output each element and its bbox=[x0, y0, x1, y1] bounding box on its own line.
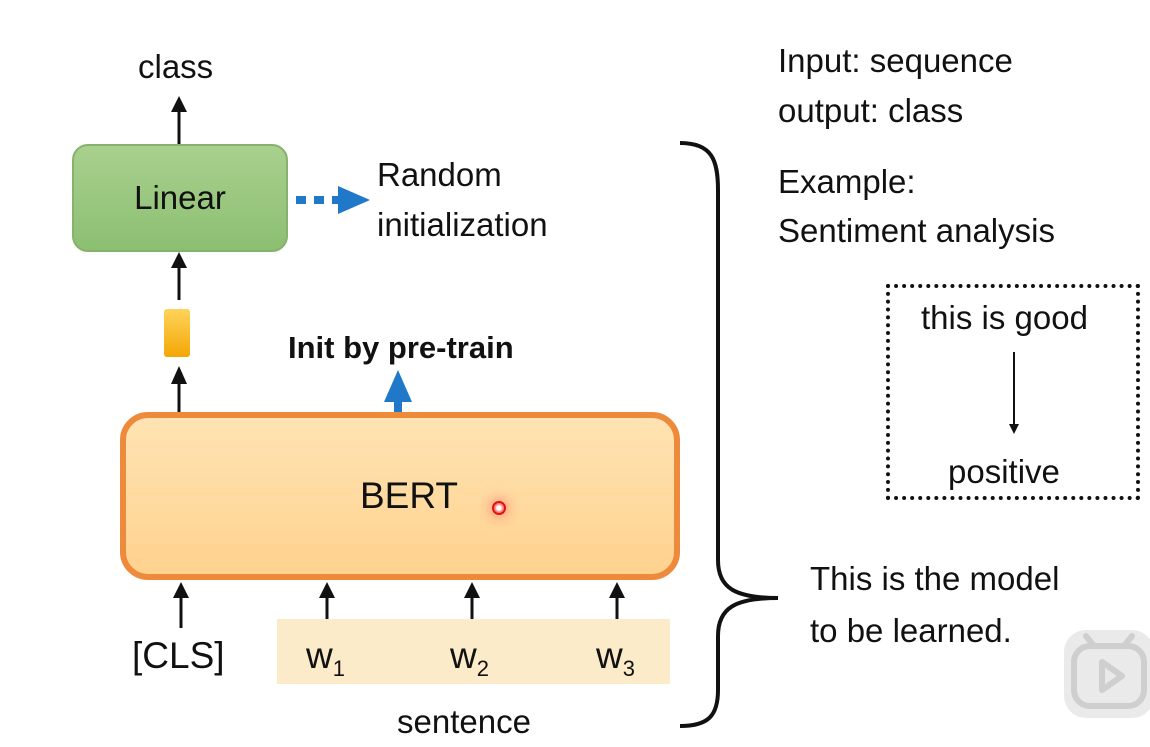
bert-model-box: BERT bbox=[120, 412, 680, 580]
cut-off-title bbox=[60, 0, 74, 20]
dashed-arrow-pretrain bbox=[384, 370, 412, 466]
note-task: Sentiment analysis bbox=[778, 212, 1055, 249]
arrow-linear-to-class bbox=[171, 96, 187, 144]
bert-label: BERT bbox=[359, 475, 458, 516]
token-w1: w1 bbox=[306, 635, 345, 681]
note-output: output: class bbox=[778, 92, 964, 129]
note-example: Example: bbox=[778, 163, 916, 200]
init-pretrain-label: Init by pre-train bbox=[288, 330, 514, 365]
linear-label: Linear bbox=[134, 179, 226, 216]
example-box bbox=[886, 284, 1140, 500]
model-note-line1: This is the model bbox=[810, 560, 1060, 597]
random-init-label-line1: Random bbox=[377, 156, 502, 193]
note-input: Input: sequence bbox=[778, 42, 1013, 79]
model-note-line2: to be learned. bbox=[810, 612, 1012, 649]
cls-token-label: [CLS] bbox=[132, 635, 225, 676]
example-input-text: this is good bbox=[921, 299, 1088, 336]
example-output-text: positive bbox=[948, 453, 1060, 490]
arrow-bert-to-vector bbox=[171, 366, 187, 414]
linear-layer-box: Linear bbox=[72, 144, 288, 252]
model-bracket bbox=[679, 141, 779, 728]
dashed-arrow-random-init bbox=[296, 186, 370, 214]
play-button[interactable] bbox=[1064, 630, 1150, 718]
arrow-vector-to-linear bbox=[171, 252, 187, 300]
arrow-cls-to-bert bbox=[173, 582, 189, 628]
example-arrow bbox=[1009, 352, 1019, 434]
sentence-label: sentence bbox=[397, 703, 531, 740]
random-init-label-line2: initialization bbox=[377, 206, 548, 243]
sentence-highlight bbox=[277, 619, 670, 684]
laser-pointer-dot bbox=[492, 501, 506, 515]
output-class-label: class bbox=[138, 48, 214, 85]
cls-output-vector bbox=[164, 309, 190, 357]
token-w2: w2 bbox=[450, 635, 489, 681]
play-icon bbox=[1071, 633, 1147, 709]
token-w3: w3 bbox=[596, 635, 635, 681]
